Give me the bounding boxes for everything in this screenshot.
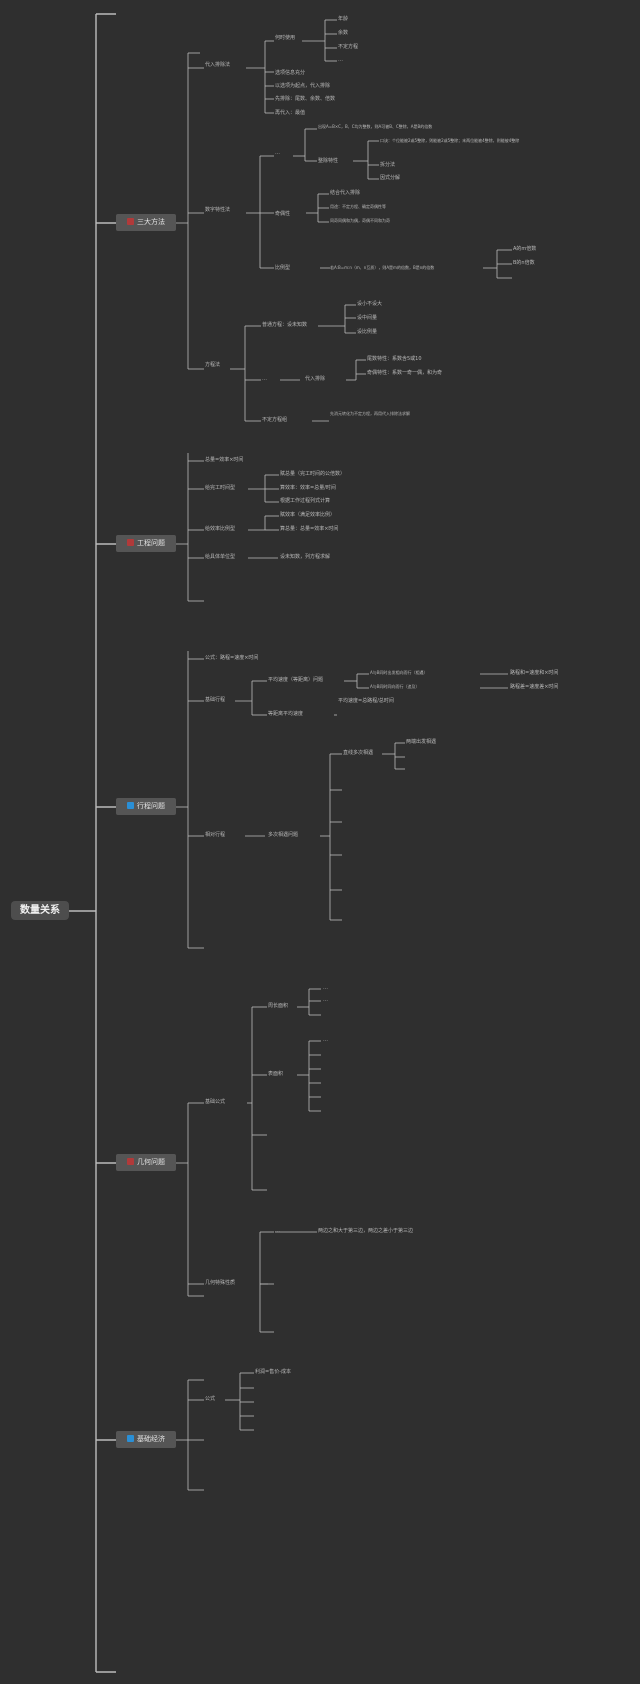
node-text: A与B同时出发相向而行（相遇） — [370, 670, 428, 675]
node-text: 平均速度（等距离）问题 — [268, 677, 324, 683]
node-text: 若A:B=m:n（m、n互质），则A是m的倍数，B是n的倍数 — [330, 265, 435, 270]
node-text: 基础公式 — [205, 1099, 226, 1105]
node-text: 根据工作过程列式计算 — [280, 498, 331, 504]
branch-node-travel[interactable]: 行程问题 — [116, 798, 176, 815]
node-text: 基础行程 — [205, 697, 226, 703]
node-text: 结合代入排除 — [330, 190, 361, 196]
branch-label: 三大方法 — [137, 218, 165, 226]
node-text: … — [262, 376, 267, 382]
branch-label: 行程问题 — [137, 802, 165, 810]
node-text: 直线多次相遇 — [343, 750, 374, 756]
branch-node-engineering[interactable]: 工程问题 — [116, 535, 176, 552]
blue-square-icon — [127, 1435, 134, 1442]
node-text: B的n倍数 — [513, 260, 535, 266]
node-text: … — [323, 985, 328, 991]
node-text: 选项信息充分 — [275, 70, 306, 76]
node-text: 两端出发相遇 — [406, 739, 437, 745]
node-text: 再代入：最值 — [275, 110, 306, 116]
root-node[interactable]: 数量关系 — [11, 901, 69, 920]
red-square-icon — [127, 539, 134, 546]
node-text: 余数 — [338, 30, 349, 36]
node-text: 尾数特性：系数含5或10 — [367, 356, 422, 362]
node-text: 比例型 — [275, 265, 291, 271]
node-text: 数字特性法 — [205, 207, 231, 213]
red-square-icon — [127, 218, 134, 225]
node-text: 因式分解 — [380, 175, 401, 181]
node-text: 总量=效率×时间 — [205, 457, 244, 463]
node-text: 算总量：总量=效率×时间 — [280, 526, 339, 532]
blue-square-icon — [127, 802, 134, 809]
node-text: 周长面积 — [268, 1003, 289, 1009]
node-text: 多次相遇问题 — [268, 832, 299, 838]
node-text: 设小不设大 — [357, 301, 383, 307]
node-text: 口诀：个位能被2或5整除，则能被2或5整除；末两位能被4整除，则能被4整除 — [380, 138, 520, 143]
node-text: … — [275, 1228, 280, 1234]
node-text: 出现A=B×C，B、C均为整数，则A可被B、C整除，A是B的倍数 — [318, 124, 433, 129]
node-text: A与B同时同向而行（追及） — [370, 684, 420, 689]
node-text: 年龄 — [338, 16, 349, 22]
branch-node-methods[interactable]: 三大方法 — [116, 214, 176, 231]
node-text: … — [323, 1037, 328, 1043]
node-text: 奇偶性 — [275, 211, 291, 217]
node-text: 表面积 — [268, 1071, 284, 1077]
node-text: 代入排除法 — [205, 62, 231, 68]
branch-label: 工程问题 — [137, 539, 165, 547]
node-text: … — [323, 997, 328, 1003]
node-text: 公式：路程=速度×时间 — [205, 655, 259, 661]
node-text: 赋总量（完工时间的公倍数） — [280, 471, 346, 477]
node-text: 给具体单位型 — [205, 554, 236, 560]
red-square-icon — [127, 1158, 134, 1165]
node-text: 方程法 — [205, 362, 221, 368]
node-text: 公式 — [205, 1396, 216, 1402]
node-text: 给效率比例型 — [205, 526, 236, 532]
node-text: 路程和=速度和×时间 — [510, 670, 559, 676]
branch-label: 几何问题 — [137, 1158, 165, 1166]
node-text: … — [275, 150, 280, 156]
node-text: … — [338, 57, 343, 63]
node-text: 拆分法 — [380, 162, 396, 168]
node-text: 整除特性 — [318, 158, 339, 164]
node-text: 何时使用 — [275, 35, 296, 41]
node-text: 路程差=速度差×时间 — [510, 684, 559, 690]
node-text: 先排除：尾数、余数、倍数 — [275, 96, 336, 102]
node-text: 算效率：效率=总量/时间 — [280, 485, 336, 491]
node-text: 先消元转化为不定方程，再用代入排除法求解 — [330, 411, 410, 416]
node-text: 利润=售价-成本 — [255, 1369, 291, 1375]
branch-node-economy[interactable]: 基础经济 — [116, 1431, 176, 1448]
branch-node-geometry[interactable]: 几何问题 — [116, 1154, 176, 1171]
node-text: 以选项为起点，代入排除 — [275, 83, 331, 89]
node-text: 设未知数，列方程求解 — [280, 554, 331, 560]
branch-label: 基础经济 — [137, 1435, 165, 1443]
node-text: 同奇同偶和为偶，奇偶不同和为奇 — [330, 218, 390, 223]
node-text: 代入排除 — [305, 376, 326, 382]
node-text: 几何特殊性质 — [205, 1280, 236, 1286]
node-text: 赋效率（满足效率比例） — [280, 512, 336, 518]
node-text: 不定方程 — [338, 44, 359, 50]
node-text: 普通方程：设未知数 — [262, 322, 308, 328]
node-text: 相对行程 — [205, 832, 226, 838]
node-text: 用途：不定方程、确定奇偶性等 — [330, 204, 386, 209]
node-text: 等距离平均速度 — [268, 711, 304, 717]
node-text: 设比例量 — [357, 329, 378, 335]
node-text: 两边之和大于第三边，两边之差小于第三边 — [318, 1228, 414, 1234]
node-text: 奇偶特性：系数一奇一偶，和为奇 — [367, 370, 443, 376]
node-text: 给完工时间型 — [205, 485, 236, 491]
node-text: 平均速度=总路程/总时间 — [338, 698, 394, 704]
node-text: A的m倍数 — [513, 246, 537, 252]
node-text: 设中间量 — [357, 315, 378, 321]
node-text: 不定方程组 — [262, 417, 288, 423]
